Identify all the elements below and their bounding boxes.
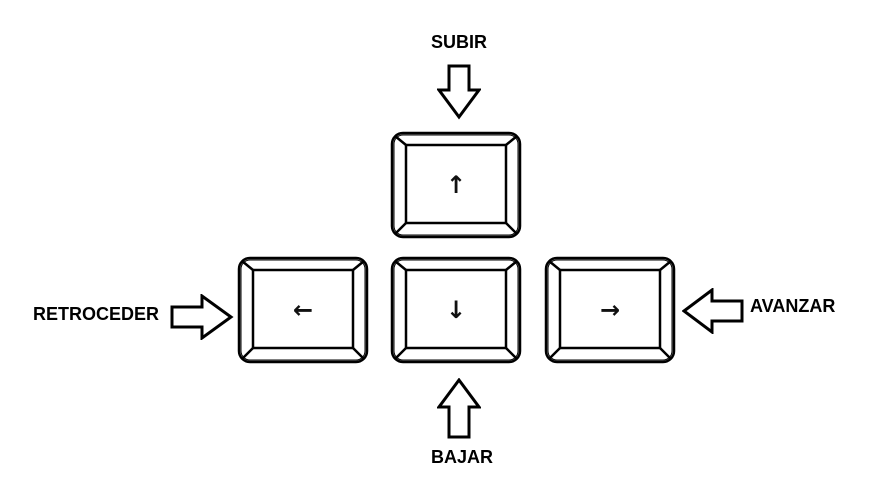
subir-label: SUBIR: [431, 32, 488, 52]
right-arrow-key[interactable]: →: [544, 256, 676, 364]
arrow-right-icon: →: [599, 296, 621, 324]
up-arrow-key[interactable]: ↑: [390, 131, 522, 239]
key-frame: [237, 256, 369, 364]
arrow-left-icon: ←: [292, 296, 314, 324]
pointer-right-arrow-icon: [170, 294, 234, 340]
pointer-down-arrow-icon: [437, 64, 481, 120]
retroceder-label: RETROCEDER: [33, 304, 160, 324]
pointer-left-arrow-icon: [682, 288, 744, 334]
pointer-up-arrow-icon: [437, 378, 481, 439]
down-arrow-key[interactable]: ↓: [390, 256, 522, 364]
left-arrow-key[interactable]: ←: [237, 256, 369, 364]
arrow-down-icon: ↓: [445, 296, 467, 324]
key-frame: [390, 131, 522, 239]
key-frame: [390, 256, 522, 364]
key-frame: [544, 256, 676, 364]
bajar-label: BAJAR: [431, 447, 494, 467]
arrow-up-icon: ↑: [445, 171, 467, 199]
avanzar-label: AVANZAR: [750, 296, 836, 316]
